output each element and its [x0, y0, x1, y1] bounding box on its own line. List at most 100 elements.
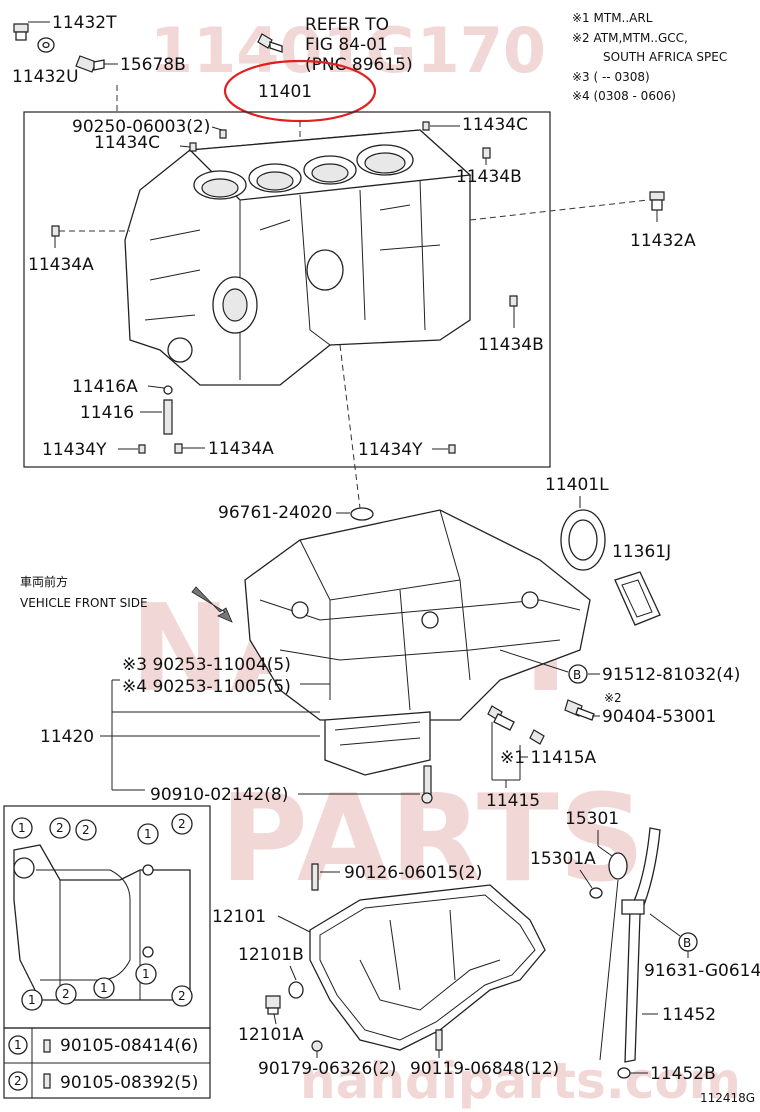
legend-row-1-part: 90105-08414(6): [60, 1036, 198, 1056]
callout-11416A[interactable]: 11416A: [72, 377, 173, 397]
dowel-icon: [189, 142, 197, 152]
dipstick-handle-icon: [608, 852, 628, 880]
bolt-icon: [163, 399, 173, 435]
nut-icon: [311, 1040, 323, 1052]
label-11434A-bottom: 11434A: [208, 439, 274, 459]
plug-thread-icon: [15, 31, 27, 41]
label-11401L: 11401L: [545, 475, 609, 495]
label-90179-06326: 90179-06326(2): [258, 1059, 396, 1079]
part-11432U[interactable]: 11432U: [12, 37, 79, 87]
note-1: ※1 MTM..ARL: [572, 11, 653, 25]
dowel-icon: [138, 444, 146, 454]
label-11420: 11420: [40, 727, 94, 747]
callout-90126[interactable]: 90126-06015(2): [311, 863, 482, 891]
callout-11416[interactable]: 11416: [80, 399, 173, 435]
callout-11434Y-right[interactable]: 11434Y: [358, 440, 456, 460]
o-ring-icon: [589, 887, 603, 899]
nozzle-icon: [75, 55, 97, 73]
circle-b-letter: B: [573, 668, 581, 682]
callout-11432A[interactable]: 11432A: [469, 191, 696, 251]
dowel-icon: [174, 443, 183, 454]
callout-91512[interactable]: B 91512-81032(4): [499, 649, 740, 685]
crankcase-illustration[interactable]: [244, 509, 591, 776]
callout-11434A-left[interactable]: 11434A: [28, 225, 130, 275]
callout-90179[interactable]: 90179-06326(2): [258, 1040, 396, 1079]
orientation-jp: 車両前方: [20, 574, 68, 589]
label-11415: 11415: [486, 791, 540, 811]
callout-12101B[interactable]: 12101B: [238, 945, 304, 999]
callout-11434Y-left[interactable]: 11434Y: [42, 440, 146, 460]
callout-90250[interactable]: 90250-06003(2): [72, 117, 227, 139]
part-11432T[interactable]: 11432T: [13, 13, 117, 41]
label-12101B: 12101B: [238, 945, 304, 965]
label-12101A: 12101A: [238, 1025, 304, 1045]
label-11434B-right: 11434B: [478, 335, 544, 355]
oil-pan-body: [309, 884, 546, 1051]
callout-11401L[interactable]: 11401L: [545, 475, 609, 571]
oil-pan-illustration[interactable]: [309, 884, 546, 1051]
dipstick-illustration[interactable]: [599, 827, 661, 1063]
refer-line-3: (PNC 89615): [305, 55, 413, 75]
label-11434Y-right: 11434Y: [358, 440, 423, 460]
legend-row-2-part: 90105-08392(5): [60, 1073, 198, 1093]
inset-num-bottom-1: 1: [28, 993, 36, 1007]
figure-id: 112418G: [700, 1091, 755, 1105]
callout-11420[interactable]: 11420: [40, 711, 320, 747]
front-arrow-icon: [191, 586, 233, 623]
callout-90910[interactable]: 90910-02142(8): [112, 765, 433, 805]
inset-num-bottom-5: 2: [178, 989, 186, 1003]
drain-plug-icon: [265, 995, 281, 1009]
dowel-icon: [51, 225, 60, 237]
label-96761-24020: 96761-24020: [218, 503, 332, 523]
callout-12101A[interactable]: 12101A: [238, 995, 304, 1045]
oil-strainer-plate: [324, 711, 431, 776]
label-11452B: 11452B: [650, 1064, 716, 1084]
callout-15301A[interactable]: 15301A: [530, 849, 603, 899]
label-90404-53001: 90404-53001: [602, 707, 716, 727]
callout-11415[interactable]: 11415: [486, 780, 540, 811]
inset-num-bottom-4: 1: [142, 967, 150, 981]
label-90404-mark: ※2: [604, 691, 622, 705]
callout-11452[interactable]: 11452: [642, 1005, 716, 1025]
label-11416A: 11416A: [72, 377, 138, 397]
cylinder-block-illustration[interactable]: [124, 129, 472, 386]
callout-90119[interactable]: 90119-06848(12): [410, 1029, 559, 1079]
legend-row-1[interactable]: 1 90105-08414(6): [8, 1035, 198, 1056]
callout-11434C-right[interactable]: 11434C: [422, 115, 528, 135]
label-11432U: 11432U: [12, 67, 79, 87]
refer-line-1: REFER TO: [305, 15, 389, 35]
refer-note: REFER TO FIG 84-01 (PNC 89615): [305, 15, 413, 75]
callout-91631[interactable]: B 91631-G0614: [644, 913, 760, 981]
orientation: 車両前方 VEHICLE FRONT SIDE: [20, 574, 233, 623]
callout-11434B-right[interactable]: 11434B: [478, 295, 544, 355]
callout-96761[interactable]: 96761-24020: [218, 503, 374, 523]
circle-b-letter: B: [683, 936, 691, 950]
callout-90404[interactable]: ※2 90404-53001: [564, 691, 716, 727]
callout-11415A[interactable]: ※1 11415A: [487, 705, 597, 781]
label-11401[interactable]: 11401: [258, 82, 312, 102]
callout-12101[interactable]: 12101: [212, 907, 311, 933]
crankcase-body: [244, 509, 591, 721]
label-11415A: ※1 11415A: [500, 748, 597, 768]
dowel-icon: [509, 295, 518, 307]
o-ring-icon: [350, 507, 374, 521]
callout-11361J[interactable]: 11361J: [612, 542, 671, 626]
callout-11434C-left[interactable]: 11434C: [94, 133, 197, 153]
inset-num-top-2: 2: [56, 821, 64, 835]
watermark-top-code: 11401G170: [150, 14, 546, 87]
label-90253-11005: ※4 90253-11005(5): [122, 677, 291, 697]
label-11434B-top: 11434B: [456, 167, 522, 187]
inset-num-top-3: 2: [82, 823, 90, 837]
part-15678B[interactable]: 15678B: [75, 55, 186, 75]
callout-11452B[interactable]: 11452B: [617, 1064, 716, 1084]
callout-90253[interactable]: ※3 90253-11004(5) ※4 90253-11005(5): [111, 655, 330, 790]
inset-num-top-4: 1: [144, 827, 152, 841]
callout-15301[interactable]: 15301: [565, 809, 619, 857]
label-11434C-left: 11434C: [94, 133, 160, 153]
circle-b-icon: [568, 664, 588, 684]
legend-row-2[interactable]: 2 90105-08392(5): [8, 1071, 198, 1093]
callout-11434A-bottom[interactable]: 11434A: [174, 439, 274, 459]
callout-11434B-top[interactable]: 11434B: [456, 147, 522, 187]
label-15301A: 15301A: [530, 849, 596, 869]
label-90253-11004: ※3 90253-11004(5): [122, 655, 291, 675]
